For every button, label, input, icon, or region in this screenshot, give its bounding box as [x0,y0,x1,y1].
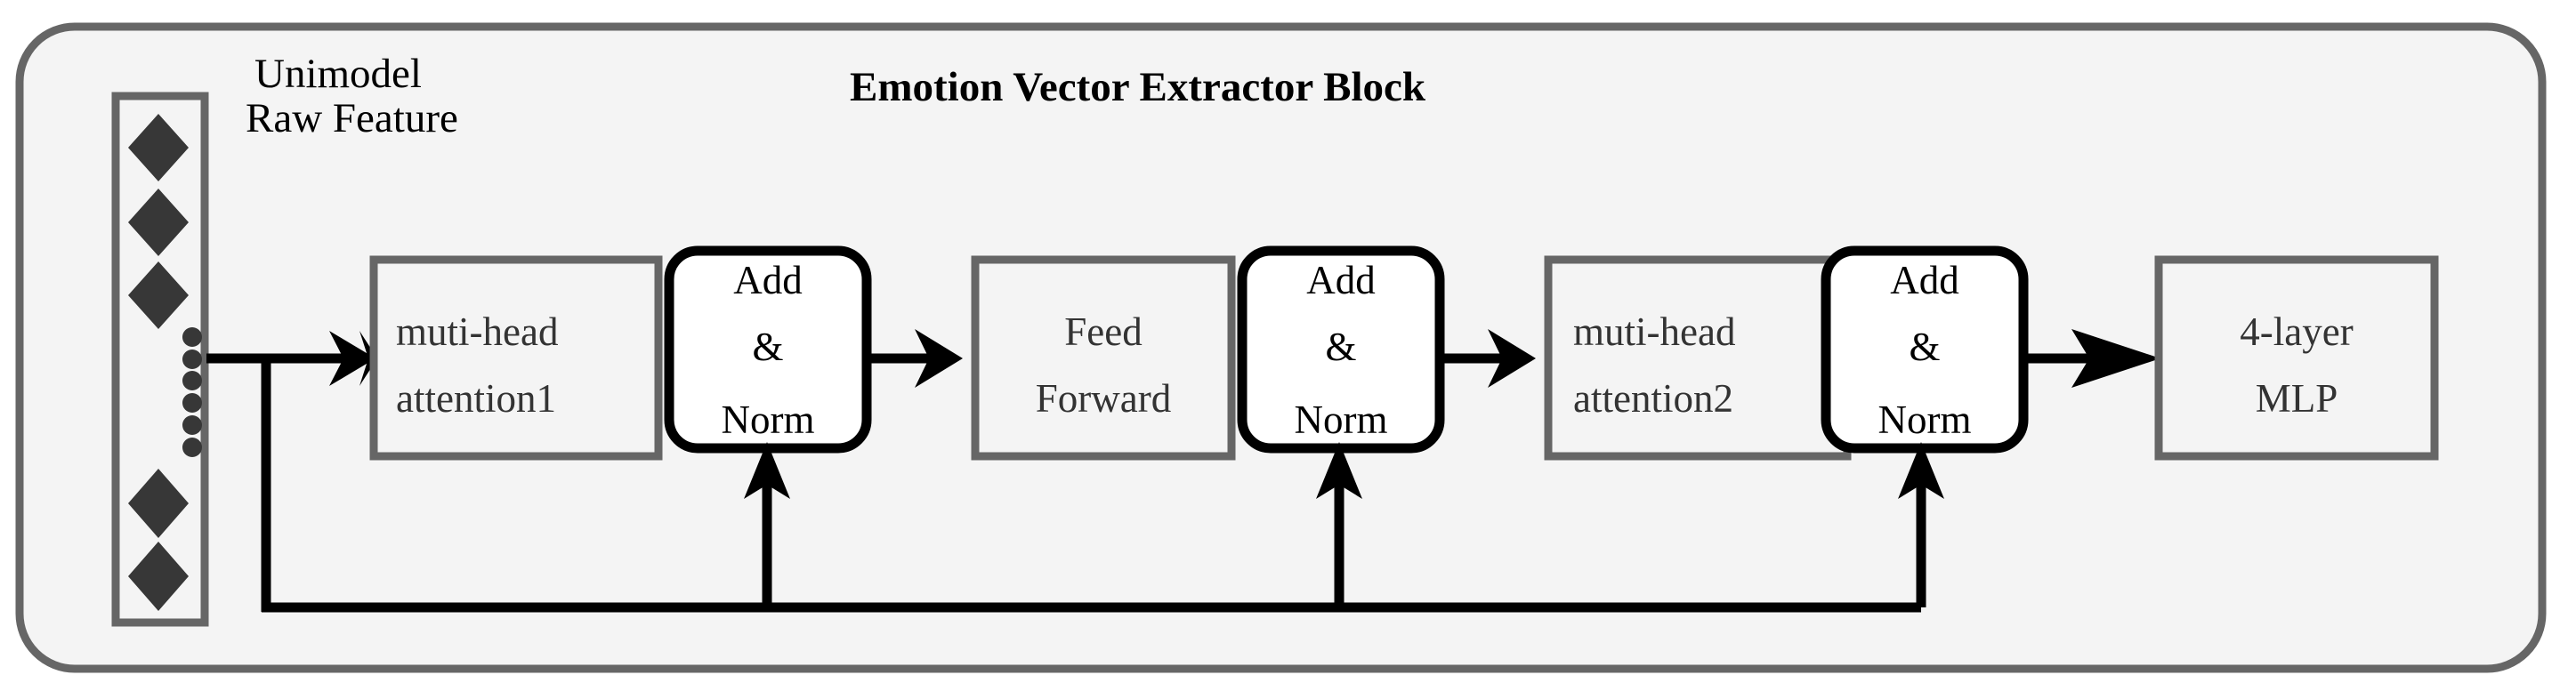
block-mha2-line2: attention2 [1573,376,1733,421]
ellipsis-dot-icon [182,327,202,347]
connector-addnorm3-to-mlp [2023,329,2160,388]
block-addnorm1-line3: Norm [722,398,815,442]
arrow-head-icon [1316,442,1362,499]
connector-addnorm1-to-ffn [867,329,963,388]
block-feed-forward[interactable] [971,255,1236,461]
arrow-head-icon [2071,329,2160,388]
connector-input-to-mha1 [206,331,377,386]
block-ffn-line2: Forward [1036,376,1171,421]
feature-diamond-icon [128,261,189,329]
block-mha2-line1: muti-head [1573,309,1735,354]
block-mlp-line2: MLP [2256,376,2338,421]
arrow-head-icon [1898,442,1944,499]
block-addnorm1-line2: & [752,325,783,369]
connector-residual-to-addnorm1 [744,442,790,607]
input-label-line1: Unimodel [254,51,422,97]
ellipsis-dot-icon [182,371,202,390]
block-addnorm3-line3: Norm [1878,398,1972,442]
block-addnorm3-line2: & [1909,325,1940,369]
feature-diamond-icon [128,114,189,181]
block-ffn-line1: Feed [1064,309,1142,354]
feature-ellipsis-dots [182,327,202,457]
input-label-line2: Raw Feature [246,95,458,141]
feature-diamond-group-bottom [128,469,189,611]
connector-addnorm2-to-mha2 [1440,329,1536,388]
ellipsis-dot-icon [182,350,202,369]
block-addnorm2-line1: Add [1306,258,1376,302]
arrow-head-icon [915,329,963,388]
block-mha1-line2: attention1 [396,376,556,421]
block-mha1[interactable] [369,255,663,461]
connector-residual-to-addnorm2 [1316,442,1362,607]
feature-diamond-icon [128,542,189,611]
block-addnorm1-line1: Add [733,258,803,302]
feature-diamond-icon [128,469,189,538]
block-addnorm2-line3: Norm [1295,398,1388,442]
arrow-head-icon [1488,329,1536,388]
arrow-head-icon [329,331,375,386]
ellipsis-dot-icon [182,438,202,457]
ellipsis-dot-icon [182,393,202,413]
unimodal-raw-feature-vector [111,92,209,627]
feature-diamond-group-top [128,114,189,329]
block-addnorm2-line2: & [1325,325,1356,369]
block-mlp[interactable] [2154,255,2439,461]
block-mha1-line1: muti-head [396,309,558,354]
block-addnorm3[interactable] [1821,245,2029,454]
connector-residual-to-addnorm3 [1898,442,1944,607]
ellipsis-dot-icon [182,415,202,435]
feature-diamond-icon [128,189,189,256]
block-mha2[interactable] [1544,255,1852,461]
block-mlp-line1: 4-layer [2240,309,2353,354]
arrow-head-icon [744,442,790,499]
block-addnorm3-line1: Add [1890,258,1959,302]
panel-title: Emotion Vector Extractor Block [850,64,1426,110]
